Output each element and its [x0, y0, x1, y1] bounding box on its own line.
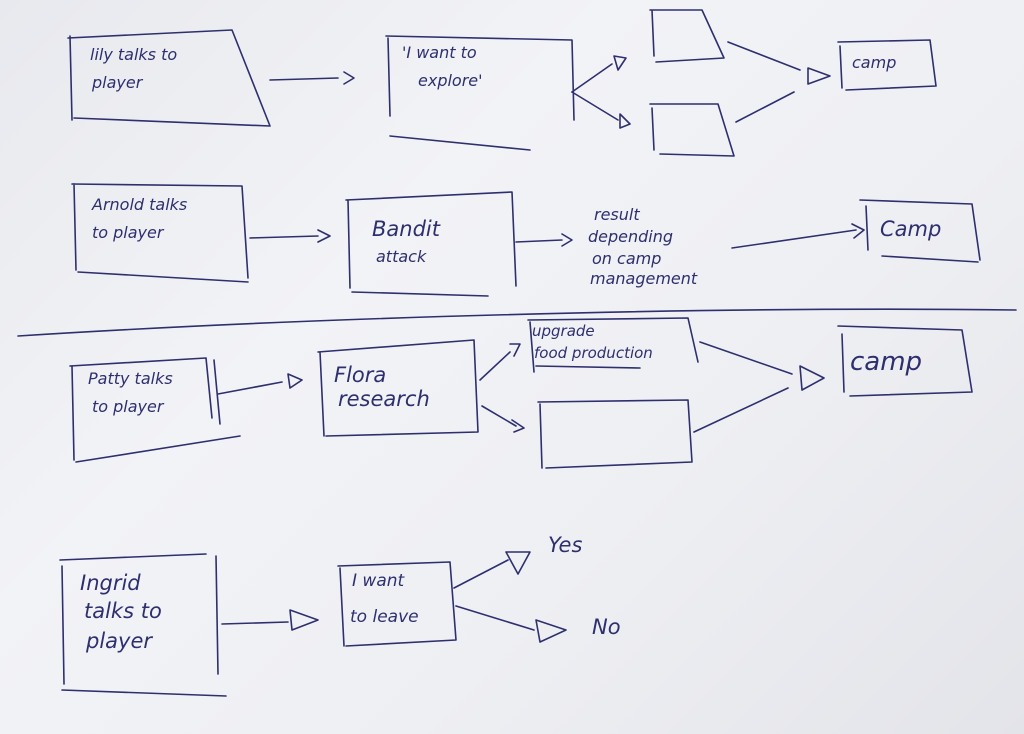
lily-merge-arrowhead	[807, 67, 831, 85]
patty-arrow-1	[213, 359, 303, 425]
lily-arrow-1	[269, 71, 355, 85]
patty-event-line2: research	[338, 387, 430, 411]
ingrid-branch-no	[455, 605, 567, 643]
arnold-arrow-3	[731, 223, 865, 249]
lily-choice-line2: explore'	[418, 71, 483, 90]
lily-start-line2: player	[91, 73, 144, 92]
patty-end-box	[837, 325, 973, 397]
ingrid-arrow-1	[221, 609, 319, 631]
patty-start-line2: to player	[92, 397, 165, 416]
lily-branch-up	[571, 55, 627, 93]
arnold-arrow-1	[249, 229, 331, 243]
ingrid-start-line3: player	[85, 629, 153, 653]
arnold-event-line2: attack	[376, 247, 427, 266]
patty-merge-arrowhead	[799, 365, 825, 391]
arnold-event-line1: Bandit	[372, 217, 441, 241]
lily-start-box	[67, 29, 271, 127]
lily-branch-down	[571, 91, 631, 129]
ingrid-choice-line1: I want	[352, 571, 406, 591]
lily-end-box	[837, 39, 937, 91]
flow-patty: Patty talks to player Flora research upg…	[69, 317, 973, 469]
arnold-result-line3: on camp	[592, 249, 661, 268]
patty-option-box-2	[537, 399, 693, 469]
ingrid-start-box	[59, 553, 227, 697]
patty-option-box-1	[527, 317, 699, 373]
arnold-result-line4: management	[590, 269, 698, 288]
arnold-end-box	[859, 199, 981, 263]
arnold-result-line1: result	[594, 205, 640, 224]
ingrid-start-line2: talks to	[84, 599, 162, 623]
arnold-start-line2: to player	[92, 223, 165, 242]
lily-start-line1: lily talks to	[90, 45, 177, 64]
ingrid-choice-line2: to leave	[350, 607, 419, 627]
patty-option-line2: food production	[534, 344, 653, 362]
patty-branch-down	[481, 405, 525, 433]
ingrid-no-label: No	[592, 615, 621, 639]
ingrid-start-line1: Ingrid	[80, 571, 141, 595]
arnold-event-box	[345, 191, 517, 297]
patty-option-line1: upgrade	[532, 322, 595, 340]
flow-ingrid: Ingrid talks to player I want to leave Y…	[59, 533, 621, 697]
patty-event-box	[317, 339, 479, 437]
patty-merge-top	[699, 341, 793, 375]
lily-merge-bottom	[735, 91, 795, 123]
flow-arnold: Arnold talks to player Bandit attack res…	[71, 183, 981, 297]
section-divider	[17, 308, 1017, 337]
lily-option-box-1	[649, 9, 725, 63]
flow-lily: lily talks to player 'I want to explore'…	[67, 9, 937, 157]
arnold-result-line2: depending	[588, 227, 673, 246]
lily-option-box-2	[649, 103, 735, 157]
lily-end-label: camp	[852, 53, 896, 72]
lily-choice-line1: 'I want to	[402, 43, 477, 62]
patty-start-line1: Patty talks	[88, 369, 173, 388]
patty-event-line1: Flora	[334, 363, 386, 387]
ingrid-choice-box	[337, 561, 457, 647]
patty-branch-up	[479, 343, 521, 381]
arnold-start-line1: Arnold talks	[91, 195, 187, 214]
lily-merge-top	[727, 41, 801, 71]
ingrid-yes-label: Yes	[548, 533, 582, 557]
patty-start-box	[69, 357, 241, 463]
arnold-arrow-2	[515, 233, 573, 247]
patty-merge-bottom	[693, 387, 789, 433]
arnold-end-label: Camp	[880, 217, 941, 241]
patty-end-label: camp	[850, 347, 922, 377]
ingrid-branch-yes	[453, 551, 531, 589]
arnold-start-box	[71, 183, 249, 283]
